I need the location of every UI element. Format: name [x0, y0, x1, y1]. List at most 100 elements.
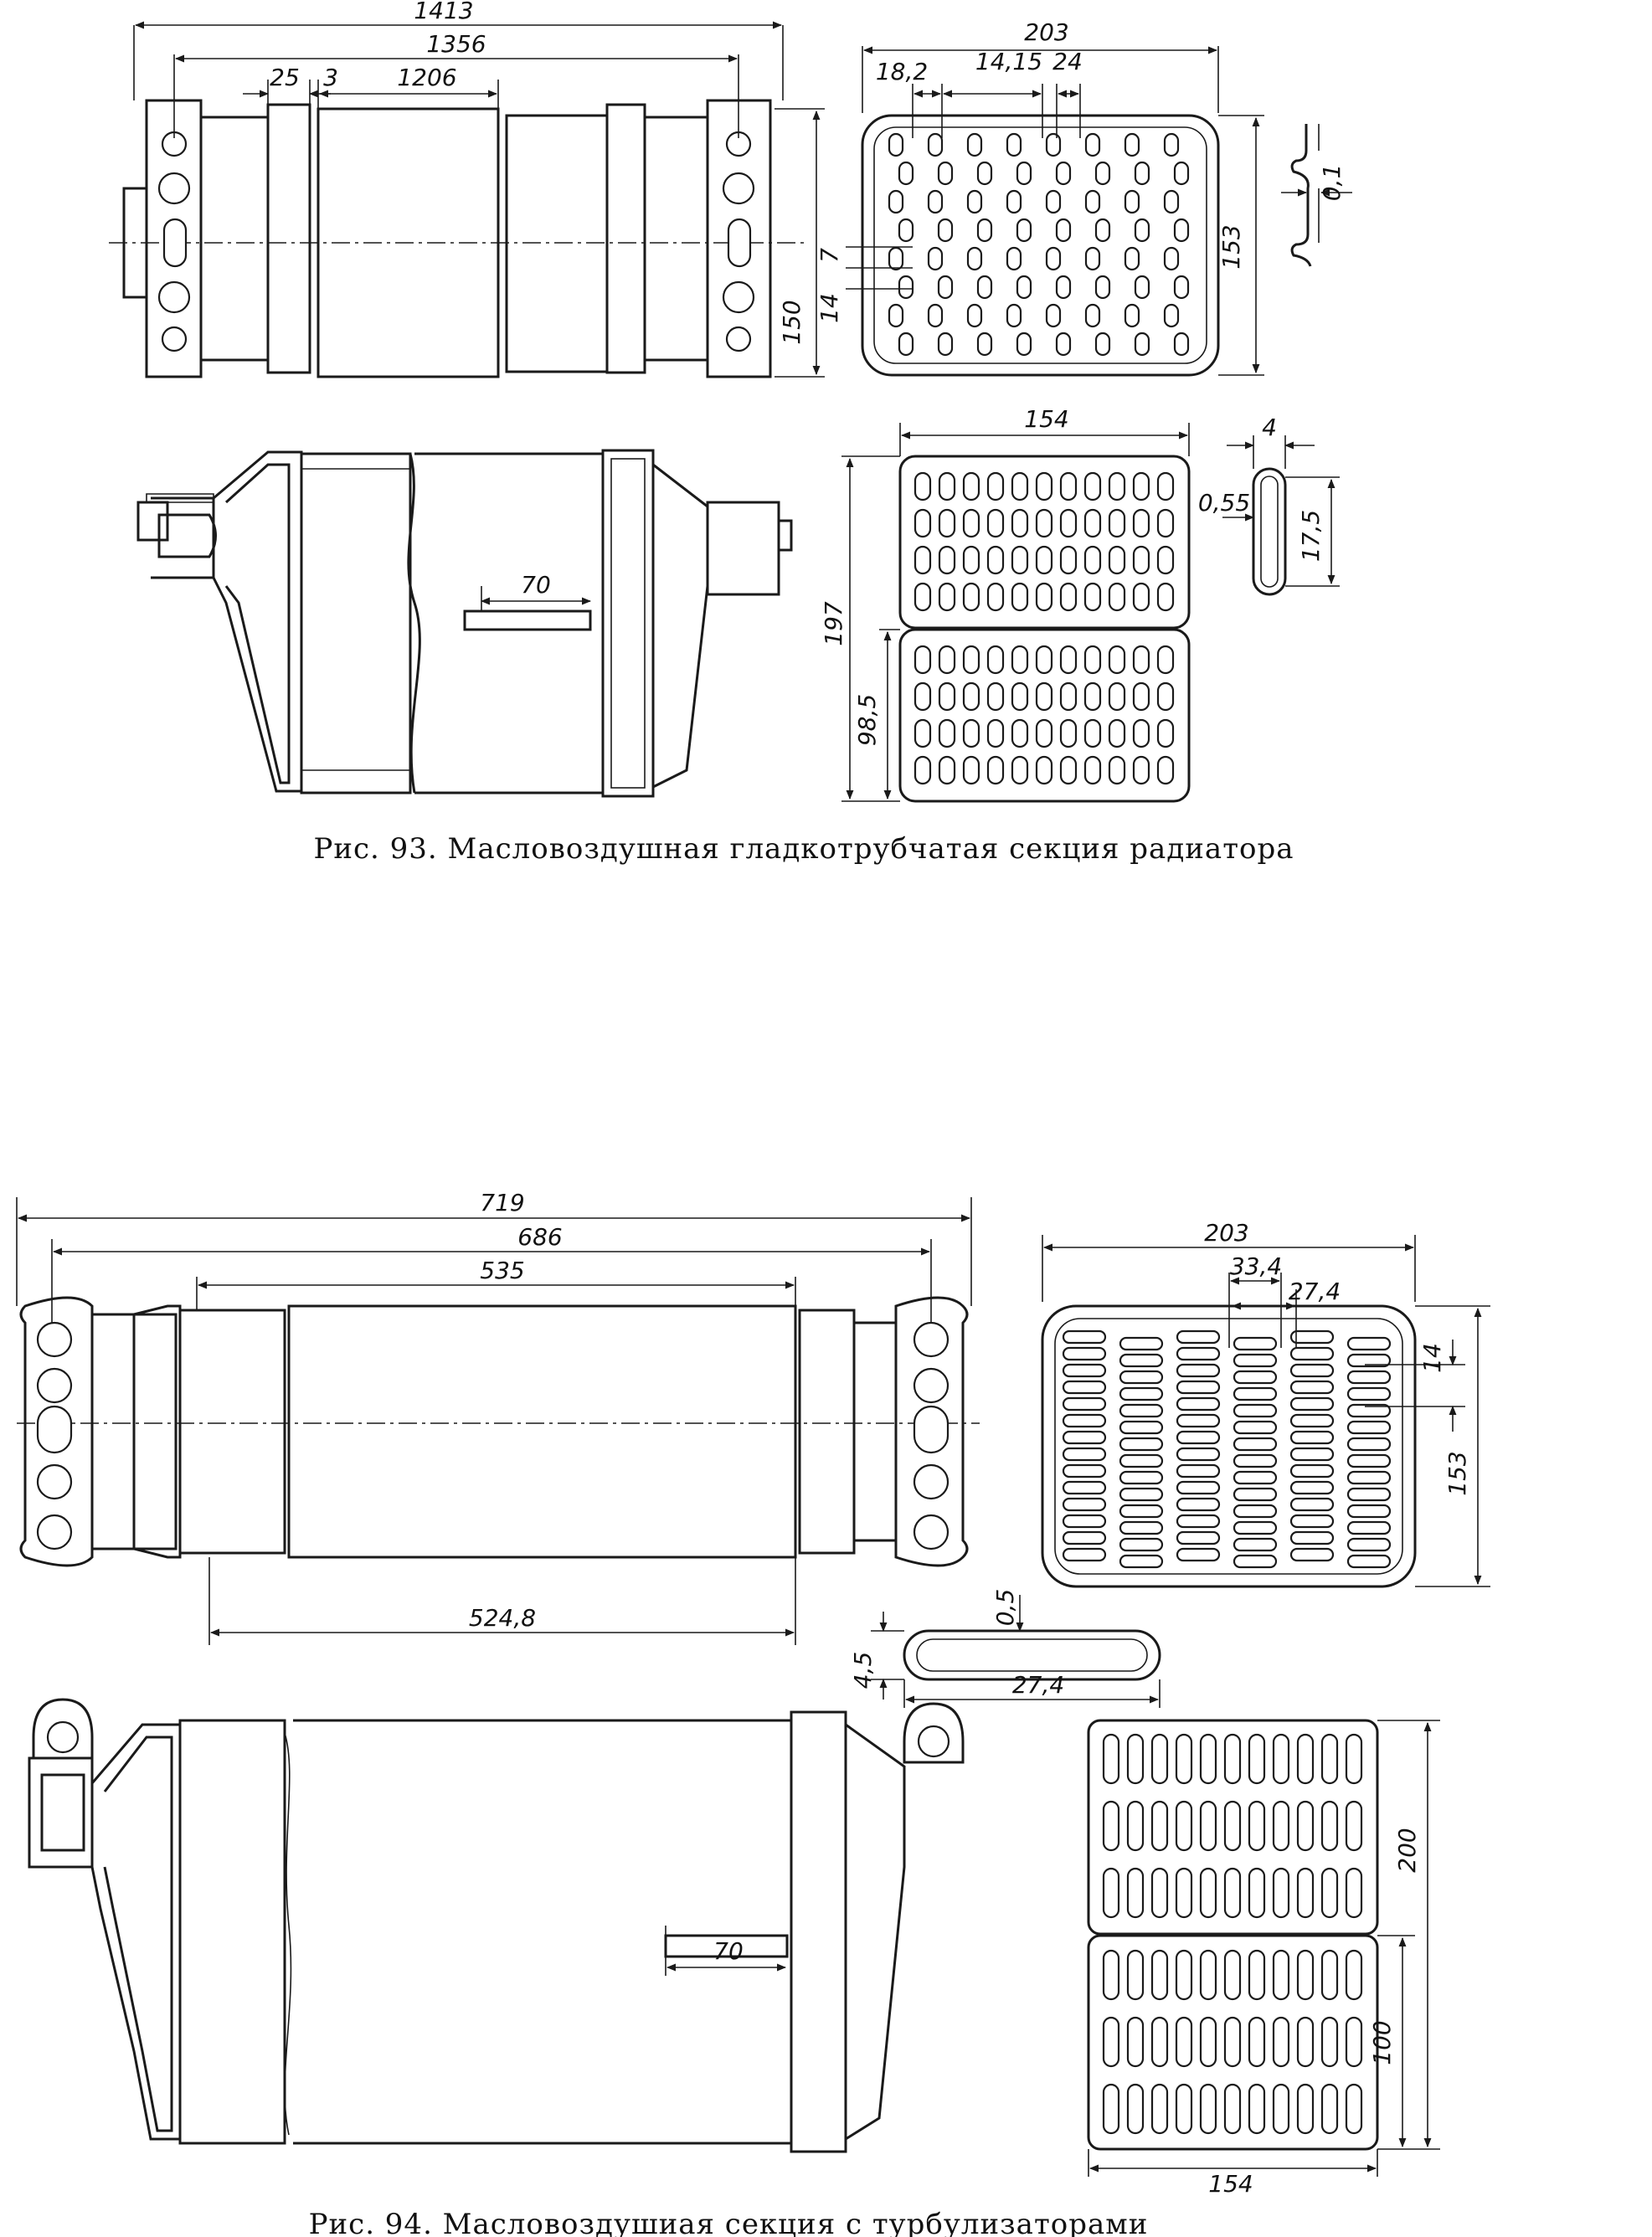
fig94-caption: Рис. 94. Масловоздушиая секция с турбули…	[309, 2208, 1149, 2237]
fig93-pair-slot	[962, 508, 980, 538]
fig93-dim-bottom-width: 154	[1024, 405, 1068, 433]
fig93-tube-slot	[888, 303, 904, 328]
fig93-tube-section: 4 0,55 17,5	[1198, 414, 1340, 596]
fig94-tube-plate: 203 33,4 27,4 14 153	[1041, 1219, 1490, 1588]
fig94-pair-slot	[1150, 2016, 1169, 2068]
fig94-pair-slot	[1223, 2083, 1242, 2135]
fig93-pair-slot	[1059, 582, 1078, 612]
fig93-tube-slot	[1124, 189, 1140, 214]
fig94-tube-slot	[1062, 1497, 1107, 1512]
fig94-tube-slot	[1233, 1537, 1278, 1552]
fig94-tube-slot	[1176, 1480, 1221, 1495]
fig94-tube-slot	[1289, 1380, 1335, 1395]
fig94-pair-slot	[1175, 2083, 1193, 2135]
fig94-tube-slot	[1346, 1437, 1392, 1452]
fig93-pair-slot	[938, 471, 956, 501]
fig94-pair-slot	[1320, 1800, 1339, 1852]
fig94-pair-slot	[1320, 1867, 1339, 1919]
fig93-dim-plate-height: 153	[1217, 224, 1245, 269]
fig94-dim-tube-height: 4,5	[849, 1652, 877, 1689]
fig94-pair-slot	[1296, 2016, 1315, 2068]
fig93-pair-slot	[986, 681, 1005, 712]
fig93-pair-slot	[1132, 582, 1150, 612]
fig93-pair-slot	[1132, 471, 1150, 501]
fig93-pair-slot	[1035, 718, 1053, 748]
fig94-pair-slot	[1199, 1800, 1217, 1852]
fig94-tube-slot	[1346, 1386, 1392, 1401]
fig93-dim-row-gap: 14	[816, 293, 843, 323]
fig94-tube-slot	[1062, 1380, 1107, 1395]
fig94-tube-slot	[1289, 1329, 1335, 1345]
fig94-tube-slot	[1289, 1346, 1335, 1361]
fig93-dim-row-pitch: 7	[816, 248, 843, 263]
fig93-dim-bottom-height: 197	[820, 601, 847, 646]
fig94-tube-slot	[1119, 1403, 1164, 1418]
fig93-pair-slot	[938, 508, 956, 538]
fig93-tube-slot	[927, 246, 944, 271]
fig94-tube-slot	[1233, 1487, 1278, 1502]
fig94-tube-slot	[1233, 1386, 1278, 1401]
fig93-pair-slot	[986, 645, 1005, 675]
fig94-dim-core-length: 535	[480, 1257, 524, 1284]
fig94-tube-slot	[1176, 1413, 1221, 1428]
fig93-tube-slot	[888, 189, 904, 214]
fig93-dim-overall-length: 1413	[414, 0, 473, 24]
fig93-pair-slot	[1035, 582, 1053, 612]
fig94-pair-slot	[1223, 2016, 1242, 2068]
fig94-tube-slot	[1233, 1403, 1278, 1418]
fig93-pair-slot	[962, 582, 980, 612]
fig94-tube-slot	[1346, 1487, 1392, 1502]
fig93-pair-slot	[1156, 471, 1175, 501]
fig93-tube-slot	[1173, 275, 1190, 300]
fig93-pair-slot	[1035, 545, 1053, 575]
fig93-pair-slot	[1011, 545, 1029, 575]
fig93-pair-slot	[1011, 508, 1029, 538]
fig94-side-view: 70	[28, 1698, 965, 2153]
fig93-tube-slot	[1134, 275, 1150, 300]
fig93-tube-slot	[966, 246, 983, 271]
figure-93: 1413 1356 25 3 1206 150 203	[109, 0, 1352, 866]
fig94-pair-slot	[1272, 1733, 1290, 1785]
figure-94: 719 686 535 524,8 203 33,4 27,4	[16, 1189, 1490, 2237]
fig94-pair-slot	[1345, 2083, 1363, 2135]
fig94-pair-slot	[1150, 1867, 1169, 1919]
fig93-tube-slot	[1124, 132, 1140, 157]
fig94-tube-slot	[1176, 1497, 1221, 1512]
fig94-pair-slot	[1102, 1867, 1120, 1919]
fig94-pair-slot	[1126, 1800, 1145, 1852]
fig93-pair-slot	[1011, 645, 1029, 675]
fig94-dim-pitch-b: 27,4	[1289, 1278, 1341, 1305]
fig94-tube-slot	[1346, 1520, 1392, 1535]
fig94-tube-slot	[1233, 1504, 1278, 1519]
fig94-tube-slot	[1233, 1470, 1278, 1485]
fig93-tube-slot	[976, 275, 993, 300]
fig93-tube-slot	[898, 275, 914, 300]
fig94-pair-slot	[1272, 2083, 1290, 2135]
fig93-pair-slot	[1059, 718, 1078, 748]
fig93-dim-gap: 3	[323, 64, 338, 91]
fig93-tube-slot	[976, 218, 993, 243]
fig94-dim-plate-height: 153	[1444, 1451, 1471, 1495]
fig94-dim-bottom-height: 200	[1393, 1828, 1421, 1872]
fig94-tube-slot	[1289, 1413, 1335, 1428]
fig93-pair-slot	[962, 755, 980, 785]
fig93-tube-slot	[1084, 132, 1101, 157]
fig93-tube-slot	[1006, 132, 1022, 157]
fig93-tube-slot	[1016, 161, 1032, 186]
fig94-pair-slot	[1272, 1800, 1290, 1852]
fig94-tube-slot	[1289, 1447, 1335, 1462]
fig93-pair-slot	[913, 681, 932, 712]
fig94-tube-slot	[1062, 1430, 1107, 1445]
fig93-pair-slot	[1156, 718, 1175, 748]
fig94-dim-plate-width: 203	[1204, 1219, 1248, 1247]
fig93-tube-slot	[1045, 303, 1062, 328]
fig93-dim-plate-width: 203	[1024, 18, 1068, 46]
fig94-tube-slot	[1346, 1420, 1392, 1435]
fig93-pair-slot	[1059, 681, 1078, 712]
fig93-front-view: 1413 1356 25 3 1206 150	[109, 0, 825, 378]
fig94-tube-slot	[1289, 1396, 1335, 1412]
fig94-pair-slot	[1272, 1949, 1290, 2001]
fig94-tube-slot	[1289, 1463, 1335, 1478]
fig93-pair-slot	[913, 755, 932, 785]
fig94-tube-slot	[1119, 1487, 1164, 1502]
